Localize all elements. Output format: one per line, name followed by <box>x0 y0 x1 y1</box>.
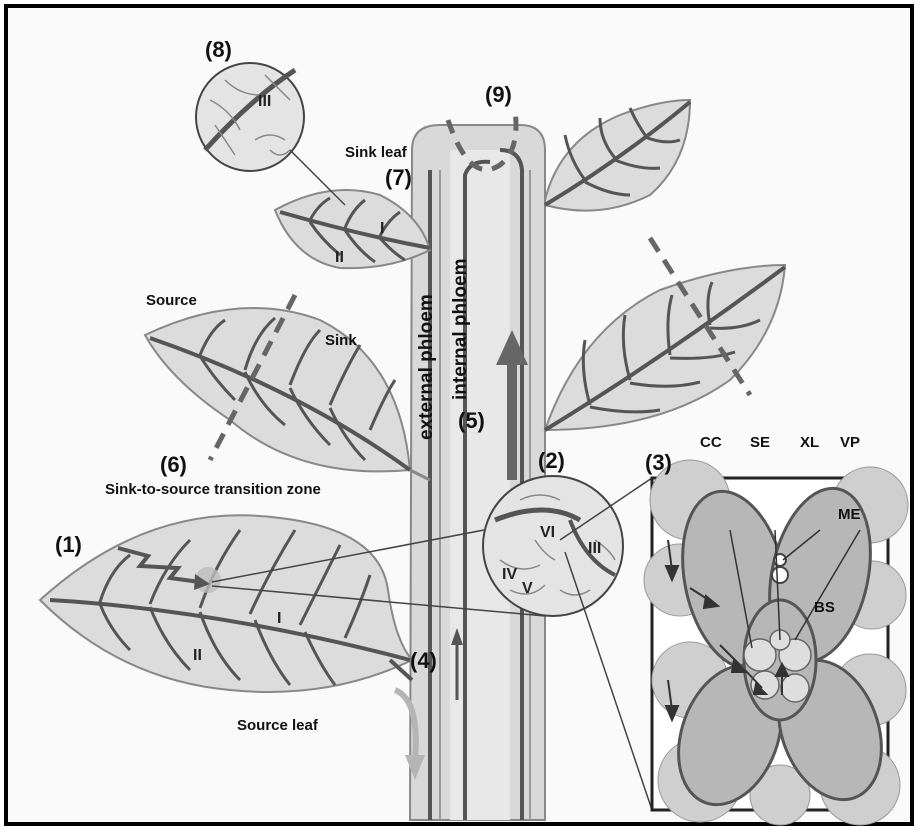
label-source-leaf: Source leaf <box>237 717 319 734</box>
label-vp: VP <box>840 434 860 451</box>
label-9: (9) <box>485 82 512 107</box>
magnifier-8 <box>196 63 345 205</box>
label-sink-leaf: Sink leaf <box>345 144 408 161</box>
roman-iv: IV <box>502 566 517 583</box>
label-se: SE <box>750 434 770 451</box>
stem <box>410 110 545 820</box>
roman-ii-sink-leaf: II <box>335 249 344 266</box>
label-3: (3) <box>645 450 672 475</box>
label-external-phloem: external phloem <box>416 294 437 440</box>
source-leaf <box>40 515 425 780</box>
roman-v: V <box>522 580 533 597</box>
label-sink: Sink <box>325 332 357 349</box>
roman-i-sink-leaf: I <box>380 220 384 237</box>
roman-i-source-leaf: I <box>277 610 281 627</box>
label-transition-zone: Sink-to-source transition zone <box>105 481 321 498</box>
label-source: Source <box>146 292 197 309</box>
transition-leaf <box>145 295 430 480</box>
label-6: (6) <box>160 452 187 477</box>
sink-leaf-right <box>545 100 690 211</box>
label-8: (8) <box>205 37 232 62</box>
label-internal-phloem: internal phloem <box>450 259 471 400</box>
label-7: (7) <box>385 165 412 190</box>
roman-iii-magnifier: III <box>258 93 271 110</box>
label-me: ME <box>838 506 861 523</box>
right-leaf <box>545 238 785 430</box>
roman-ii-source-leaf: II <box>193 647 202 664</box>
label-cc: CC <box>700 434 722 451</box>
label-2: (2) <box>538 448 565 473</box>
roman-iii-magnifier-2: III <box>588 540 601 557</box>
label-5: (5) <box>458 408 485 433</box>
roman-vi: VI <box>540 524 555 541</box>
cell-inset <box>644 460 908 825</box>
label-1: (1) <box>55 532 82 557</box>
label-4: (4) <box>410 648 437 673</box>
label-bs: BS <box>814 599 835 616</box>
label-xl: XL <box>800 434 819 451</box>
sink-leaf-left <box>275 190 430 268</box>
